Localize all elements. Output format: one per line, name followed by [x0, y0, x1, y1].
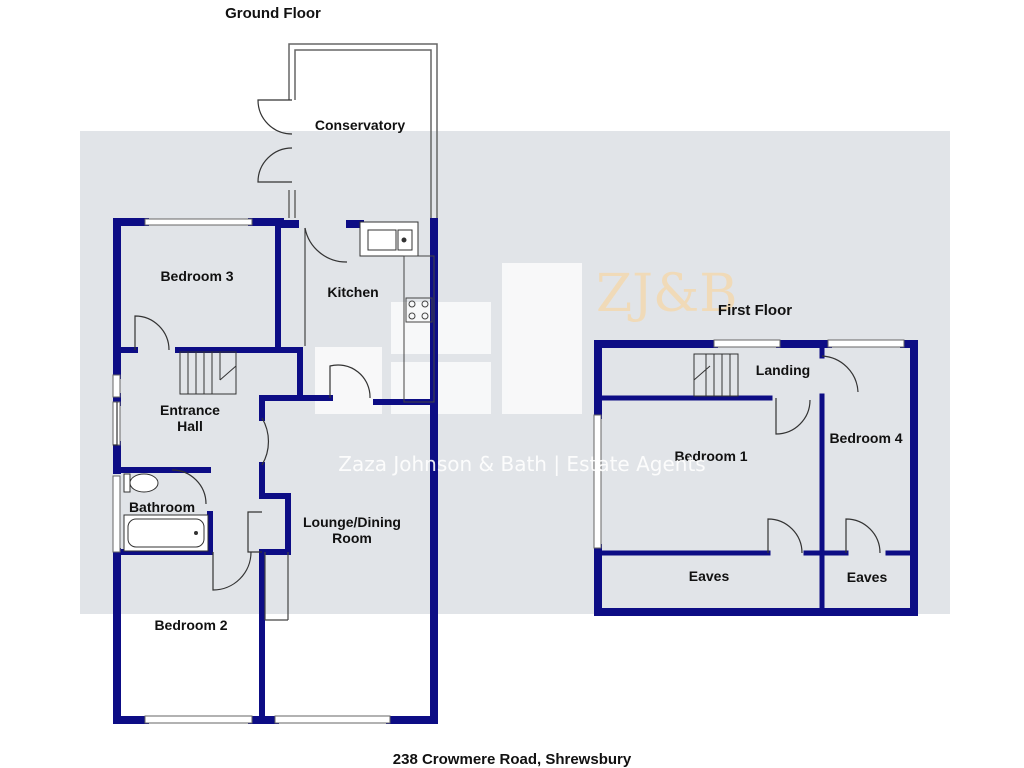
ground-floor-title: Ground Floor	[225, 5, 321, 22]
ground-stairs	[179, 351, 237, 395]
watermark-logo	[315, 263, 582, 414]
conservatory-walls	[288, 43, 438, 222]
address-caption: 238 Crowmere Road, Shrewsbury	[393, 751, 632, 768]
first-windows	[593, 339, 905, 549]
room-label-bedroom-1: Bedroom 1	[674, 448, 747, 464]
ground-thin-walls	[264, 228, 306, 621]
room-label-lounge-line1: Lounge/Dining	[303, 514, 401, 530]
first-stairs	[693, 353, 739, 397]
toilet	[123, 473, 159, 493]
room-label-entrance-line1: Entrance	[160, 402, 220, 418]
room-label-bedroom-3: Bedroom 3	[160, 268, 233, 284]
conservatory-door	[257, 99, 293, 183]
room-label-kitchen: Kitchen	[327, 284, 378, 300]
first-inner-walls	[597, 347, 915, 613]
first-doors	[767, 355, 881, 554]
room-label-conservatory: Conservatory	[315, 117, 405, 133]
room-label-bathroom: Bathroom	[129, 499, 195, 515]
ground-doors	[113, 227, 371, 591]
bath	[123, 514, 209, 552]
room-label-landing: Landing	[756, 362, 810, 378]
room-label-lounge-line2: Room	[332, 530, 372, 546]
room-label-bedroom-2: Bedroom 2	[154, 617, 227, 633]
kitchen-sink	[359, 221, 419, 257]
room-label-eaves-left: Eaves	[689, 568, 730, 584]
room-label-bedroom-4: Bedroom 4	[829, 430, 902, 446]
ground-floor	[112, 43, 438, 724]
watermark-company-text: Zaza Johnson & Bath | Estate Agents	[338, 452, 705, 476]
first-floor-title: First Floor	[718, 302, 792, 319]
kitchen-worktop	[403, 255, 435, 403]
watermark-logo-text: ZJ&B	[596, 264, 737, 324]
room-label-eaves-right: Eaves	[847, 569, 888, 585]
room-label-entrance-line2: Hall	[177, 418, 203, 434]
first-outer-walls	[594, 340, 918, 616]
first-floor	[593, 339, 918, 616]
